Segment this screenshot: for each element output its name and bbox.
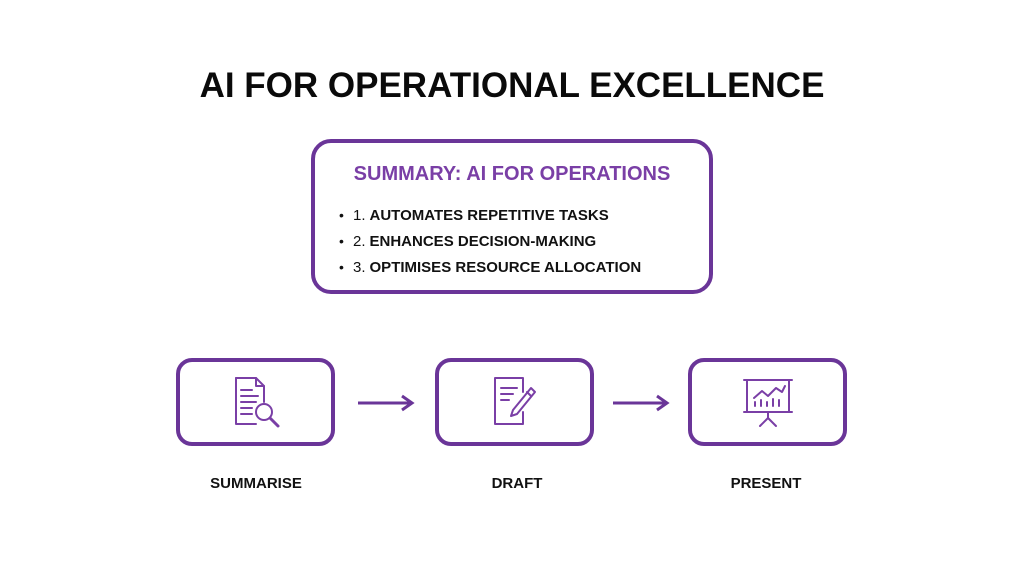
summary-list: • 1.AUTOMATES REPETITIVE TASKS • 2.ENHANCE…	[339, 202, 641, 280]
summary-item: • 2.ENHANCES DECISION-MAKING	[339, 228, 641, 254]
step-label-present: PRESENT	[730, 475, 802, 492]
bullet-icon: •	[339, 259, 344, 275]
step-label-draft: DRAFT	[491, 475, 543, 492]
item-text: AUTOMATES REPETITIVE TASKS	[369, 207, 609, 224]
arrow-right-icon	[358, 394, 415, 412]
summary-item: • 3.OPTIMISES RESOURCE ALLOCATION	[339, 254, 641, 280]
summary-item: • 1.AUTOMATES REPETITIVE TASKS	[339, 202, 641, 228]
item-number: 1.	[353, 207, 366, 224]
document-search-icon	[234, 377, 279, 428]
step-draft-box	[435, 358, 594, 446]
step-label-summarise: SUMMARISE	[210, 475, 302, 492]
document-edit-icon	[493, 377, 536, 425]
step-present-box	[688, 358, 847, 446]
bullet-icon: •	[339, 207, 344, 223]
item-text: ENHANCES DECISION-MAKING	[369, 233, 597, 250]
arrow-right-icon	[613, 394, 670, 412]
step-summarise-box	[176, 358, 335, 446]
summary-heading: SUMMARY: AI FOR OPERATIONS	[353, 163, 671, 185]
item-text: OPTIMISES RESOURCE ALLOCATION	[369, 259, 642, 276]
item-number: 2.	[353, 233, 366, 250]
presentation-chart-icon	[742, 379, 793, 427]
page-title: AI FOR OPERATIONAL EXCELLENCE	[199, 66, 825, 105]
bullet-icon: •	[339, 233, 344, 249]
item-number: 3.	[353, 259, 366, 276]
summary-box: SUMMARY: AI FOR OPERATIONS • 1.AUTOMATES …	[311, 139, 713, 294]
